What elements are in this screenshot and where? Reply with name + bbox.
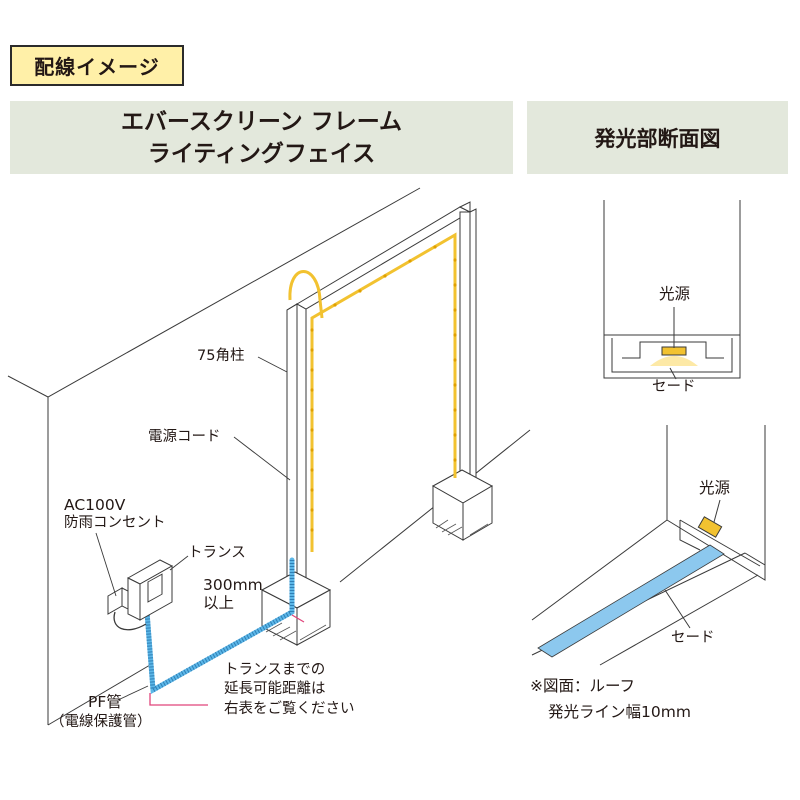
power-cord-leader xyxy=(233,436,291,481)
right-panel-header: 発光部断面図 xyxy=(527,101,788,174)
outlet-label-line1: AC100V xyxy=(64,496,126,514)
distance-label-line2: 延長可能距離は xyxy=(224,681,326,697)
light-source-top xyxy=(661,346,687,356)
light-source-label-bottom: 光源 xyxy=(699,479,731,497)
shade-strip xyxy=(537,544,725,658)
left-panel-title-line2: ライティングフェイス xyxy=(147,141,376,167)
wall-bottom-edge xyxy=(47,664,151,726)
power-cord-label: 電源コード xyxy=(148,429,221,445)
pf-label-line2: （電線保護管） xyxy=(50,714,152,730)
light-source-label-top: 光源 xyxy=(659,285,691,303)
outlet-label-line2: 防雨コンセント xyxy=(64,515,166,531)
led-loop xyxy=(288,270,324,319)
back-base-right xyxy=(462,485,493,541)
pillar-label: 75角柱 xyxy=(197,348,245,364)
clearance-label-line1: 300mm xyxy=(203,576,263,594)
left-panel-header: エバースクリーン フレーム ライティングフェイス xyxy=(10,101,513,174)
pf-conduit xyxy=(144,557,295,695)
clearance-label-line2: 以上 xyxy=(203,594,235,612)
section-tag: 配線イメージ xyxy=(10,45,184,86)
transformer-icon xyxy=(126,559,174,621)
note-line1: ※図面：ルーフ xyxy=(530,677,636,695)
shade-label-top: セード xyxy=(652,379,696,395)
cross-section-bottom xyxy=(531,425,766,666)
top-beam-end xyxy=(458,201,471,213)
distance-label-line3: 右表をご覧ください xyxy=(224,701,355,717)
light-glow-top xyxy=(650,356,698,366)
transformer-label: トランス xyxy=(188,545,246,561)
base-hatching xyxy=(265,519,489,641)
light-source-bottom xyxy=(697,516,723,538)
distance-label-line1: トランスまでの xyxy=(224,662,326,678)
leader-lines xyxy=(95,356,291,701)
led-dots xyxy=(310,245,457,532)
note-line2: 発光ライン幅10mm xyxy=(548,703,691,721)
front-base-right xyxy=(296,589,331,646)
wall-illustration xyxy=(7,187,531,726)
transformer-leader xyxy=(169,555,189,571)
outlet-leader xyxy=(95,532,117,597)
top-beam xyxy=(286,206,472,311)
pf-leader xyxy=(117,685,149,701)
front-pillar-face xyxy=(296,303,307,618)
shade-label-bottom: セード xyxy=(671,630,715,646)
frame-illustration xyxy=(260,201,494,646)
pillar-leader xyxy=(257,356,288,373)
left-panel-title-line1: エバースクリーン フレーム xyxy=(120,109,403,135)
pf-label-line1: PF管 xyxy=(88,693,122,711)
back-pillar-side xyxy=(469,208,477,513)
led-light-line xyxy=(288,232,457,552)
cross-section-top xyxy=(603,200,741,380)
back-pillar xyxy=(459,211,471,513)
pf-conduit-run xyxy=(144,557,295,695)
distance-callout xyxy=(149,614,305,706)
